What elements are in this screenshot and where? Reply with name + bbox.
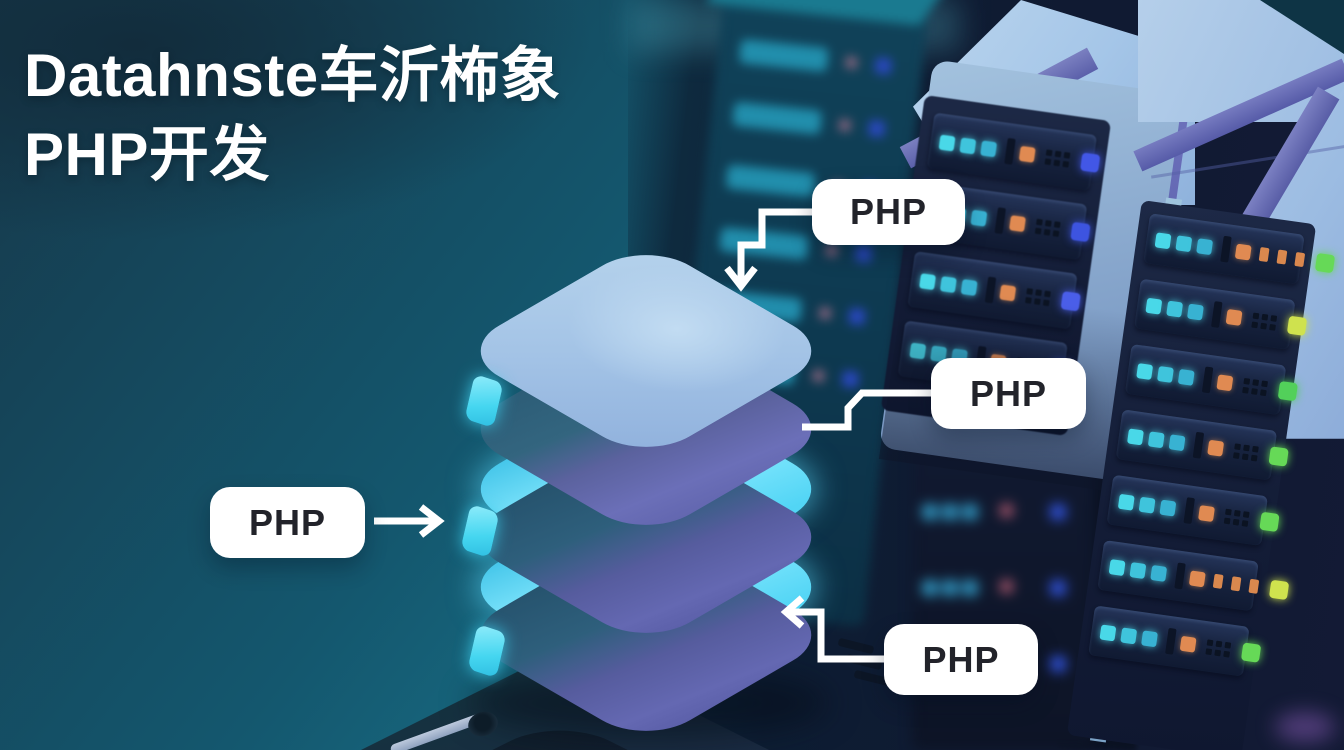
drive-slot bbox=[1183, 497, 1196, 525]
led-cyan bbox=[1147, 430, 1165, 448]
vent-grid-icon bbox=[1223, 508, 1250, 527]
php-label-text: PHP bbox=[969, 372, 1048, 414]
vent-grid-icon bbox=[1205, 638, 1232, 658]
vent-grid-icon bbox=[1044, 148, 1071, 168]
led-cyan bbox=[1129, 561, 1147, 579]
vent-grid-icon bbox=[1242, 377, 1269, 396]
php-label-text: PHP bbox=[849, 191, 928, 232]
vent-grid-icon bbox=[1251, 312, 1278, 331]
drive-slot bbox=[1192, 431, 1205, 459]
led-orange-mini bbox=[1294, 251, 1306, 268]
drive-slot bbox=[1211, 301, 1223, 328]
led-cyan bbox=[1196, 237, 1214, 255]
drive-slot bbox=[1165, 627, 1177, 655]
led-cyan bbox=[1141, 629, 1159, 647]
rack-top-face bbox=[705, 0, 947, 26]
led-orange bbox=[1207, 439, 1225, 457]
drive-slot bbox=[1220, 235, 1232, 263]
server-unit-row bbox=[926, 112, 1101, 191]
php-label-bottom-right: PHP bbox=[884, 624, 1038, 695]
status-light-icon bbox=[467, 623, 507, 679]
led-status bbox=[1286, 315, 1308, 336]
led-orange-mini bbox=[1230, 576, 1242, 592]
led-cyan bbox=[1138, 496, 1156, 514]
led-cyan bbox=[1127, 427, 1145, 445]
server-unit-row bbox=[1143, 213, 1336, 285]
led-orange bbox=[1179, 635, 1197, 653]
led-orange bbox=[1009, 214, 1027, 232]
led-status bbox=[1259, 511, 1280, 533]
server-unit-row bbox=[1106, 474, 1280, 546]
led-cyan bbox=[938, 134, 956, 152]
led-orange bbox=[1234, 243, 1252, 261]
led-cyan bbox=[1175, 234, 1193, 252]
led-cyan bbox=[959, 136, 977, 154]
php-label-text: PHP bbox=[922, 638, 1000, 680]
led-status bbox=[1277, 380, 1298, 402]
led-status bbox=[1080, 152, 1101, 173]
drive-slot bbox=[1004, 137, 1016, 165]
led-orange bbox=[1198, 504, 1216, 522]
led-cyan bbox=[1108, 558, 1126, 576]
led-orange-mini bbox=[1248, 578, 1260, 594]
led-orange-mini bbox=[1212, 573, 1224, 589]
led-orange bbox=[1188, 569, 1206, 587]
drive-slot bbox=[994, 207, 1007, 235]
led-cyan bbox=[1166, 300, 1184, 318]
led-orange bbox=[1018, 145, 1036, 163]
led-cyan bbox=[980, 139, 998, 157]
title-line-1: Datahnste车沂柨象 bbox=[24, 42, 561, 109]
php-label-middle-right: PHP bbox=[931, 358, 1086, 429]
led-cyan bbox=[1099, 624, 1117, 641]
led-status bbox=[1268, 446, 1289, 467]
server-unit-row bbox=[1124, 343, 1298, 416]
led-cyan bbox=[970, 209, 988, 227]
php-label-top: PHP bbox=[812, 179, 965, 245]
led-cyan bbox=[1168, 433, 1186, 451]
led-cyan bbox=[1159, 499, 1177, 517]
led-status bbox=[1314, 252, 1336, 274]
led-orange-mini bbox=[1276, 249, 1288, 265]
php-label-left: PHP bbox=[210, 487, 365, 558]
drive-slot bbox=[1174, 562, 1186, 590]
server-unit-row bbox=[1097, 540, 1290, 612]
led-cyan bbox=[1150, 564, 1168, 582]
led-status bbox=[1268, 579, 1290, 601]
server-unit-row bbox=[1088, 605, 1262, 677]
drive-slot bbox=[1201, 366, 1214, 394]
led-cyan bbox=[1120, 626, 1138, 644]
led-cyan bbox=[1154, 231, 1172, 249]
led-orange-mini bbox=[1258, 246, 1270, 263]
led-cyan bbox=[1136, 362, 1154, 380]
title-line-2: PHP开发 bbox=[24, 121, 270, 189]
vent-grid-icon bbox=[1034, 218, 1061, 237]
vent-grid-icon bbox=[1233, 442, 1259, 462]
led-cyan bbox=[1187, 303, 1204, 321]
led-cyan bbox=[1117, 493, 1135, 511]
led-orange bbox=[1216, 373, 1234, 391]
led-cyan bbox=[1157, 365, 1174, 383]
led-cyan bbox=[1177, 368, 1195, 386]
arrow-right-icon bbox=[418, 504, 445, 538]
server-unit-row bbox=[1115, 409, 1289, 481]
php-label-text: PHP bbox=[248, 501, 327, 543]
page-title: Datahnste车沂柨象 PHP开发 bbox=[24, 36, 561, 194]
led-cyan bbox=[1145, 297, 1163, 315]
led-status bbox=[1240, 642, 1262, 663]
server-unit-row bbox=[1134, 278, 1308, 350]
bokeh-glow bbox=[1275, 712, 1335, 742]
led-orange bbox=[1225, 308, 1243, 326]
led-status bbox=[1070, 221, 1091, 243]
